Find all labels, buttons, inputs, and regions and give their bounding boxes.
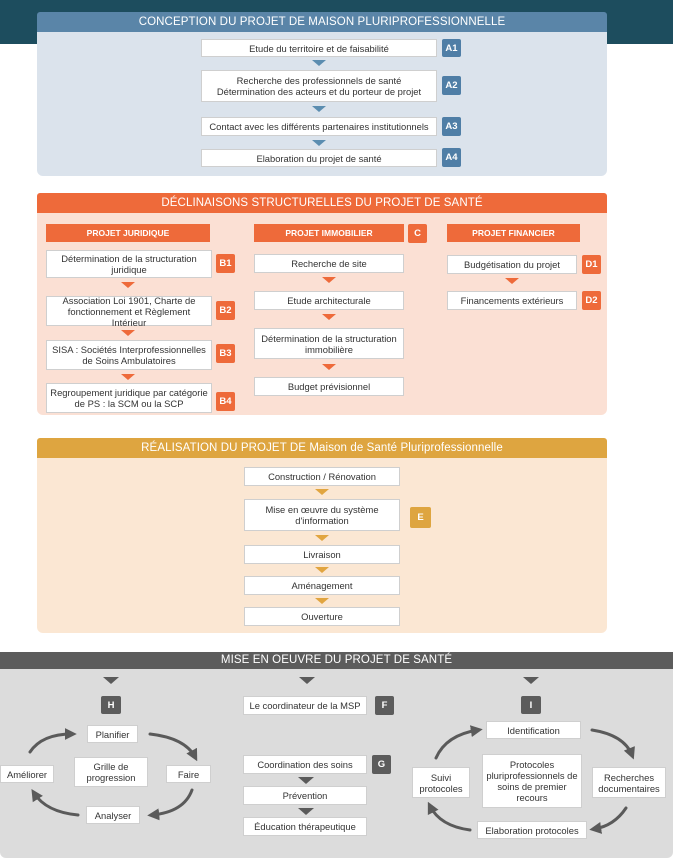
tag-i: I (521, 696, 541, 714)
step-b1: Détermination de la structuration juridi… (46, 250, 212, 278)
cycle-h-centre: Grille de progression (74, 757, 148, 787)
arrow-down-icon (312, 60, 326, 66)
cycle-i-arrow-4 (434, 725, 483, 760)
arrow-down-icon (312, 106, 326, 112)
section-declinaisons-title: DÉCLINAISONS STRUCTURELLES DU PROJET DE … (37, 193, 607, 213)
section-conception-title: CONCEPTION DU PROJET DE MAISON PLURIPROF… (37, 12, 607, 32)
tag-h: H (101, 696, 121, 714)
education-box: Éducation thérapeutique (243, 817, 367, 836)
arrow-down-icon (298, 777, 314, 784)
step-immobilier-4: Budget prévisionnel (254, 377, 404, 396)
cycle-h-ameliorer: Améliorer (0, 765, 54, 783)
cycle-i-centre: Protocoles pluriprofessionnels de soins … (482, 754, 582, 808)
tag-d1: D1 (582, 255, 601, 274)
cycle-i-arrow-1 (590, 728, 635, 760)
arrow-down-icon (322, 364, 336, 370)
arrow-down-icon (505, 278, 519, 284)
step-e3: Livraison (244, 545, 400, 564)
arrow-down-icon (322, 277, 336, 283)
section-realisation-title: RÉALISATION DU PROJET DE Maison de Santé… (37, 438, 607, 458)
tag-b2: B2 (216, 301, 235, 320)
cycle-h-arrow-4 (28, 728, 77, 754)
cycle-h-arrow-1 (148, 732, 198, 762)
step-d2: Financements extérieurs (447, 291, 577, 310)
tag-g: G (372, 755, 391, 774)
tag-d2: D2 (582, 291, 601, 310)
tag-f: F (375, 696, 394, 715)
step-a3: Contact avec les différents partenaires … (201, 117, 437, 136)
tag-a1: A1 (442, 39, 461, 57)
tag-a2: A2 (442, 76, 461, 95)
cycle-h-arrow-2 (147, 788, 194, 821)
cycle-h-arrow-3 (31, 788, 80, 817)
arrow-down-icon (523, 677, 539, 684)
step-d1: Budgétisation du projet (447, 255, 577, 274)
step-e2: Mise en œuvre du système d'information (244, 499, 400, 531)
arrow-down-icon (315, 489, 329, 495)
tag-c: C (408, 224, 427, 243)
arrow-down-icon (103, 677, 119, 684)
cycle-i-recherches: Recherches documentaires (592, 767, 666, 798)
step-b4: Regroupement juridique par catégorie de … (46, 383, 212, 413)
cycle-i-arrow-3 (427, 801, 472, 832)
arrow-down-icon (315, 535, 329, 541)
step-a2-line1: Recherche des professionnels de santé (236, 75, 402, 86)
arrow-down-icon (121, 330, 135, 336)
tag-a3: A3 (442, 117, 461, 136)
step-immobilier-1: Recherche de site (254, 254, 404, 273)
arrow-down-icon (322, 314, 336, 320)
cycle-i-suivi: Suivi protocoles (412, 767, 470, 798)
arrow-down-icon (315, 567, 329, 573)
cycle-h-analyser: Analyser (86, 806, 140, 824)
arrow-down-icon (121, 374, 135, 380)
coordinator-box: Le coordinateur de la MSP (243, 696, 367, 715)
tag-e: E (410, 507, 431, 528)
tag-b1: B1 (216, 254, 235, 273)
step-a2: Recherche des professionnels de santé Dé… (201, 70, 437, 102)
step-b2: Association Loi 1901, Charte de fonction… (46, 295, 212, 328)
arrow-down-icon (315, 598, 329, 604)
arrow-down-icon (299, 677, 315, 684)
arrow-down-icon (298, 808, 314, 815)
step-a1: Etude du territoire et de faisabilité (201, 39, 437, 57)
section-mise-en-oeuvre-title: MISE EN OEUVRE DU PROJET DE SANTÉ (0, 652, 673, 669)
cycle-i-identification: Identification (486, 721, 581, 739)
step-b3: SISA : Sociétés Interprofessionnelles de… (46, 340, 212, 370)
step-e1: Construction / Rénovation (244, 467, 400, 486)
tag-b3: B3 (216, 344, 235, 363)
step-immobilier-3: Détermination de la structuration immobi… (254, 328, 404, 359)
tag-b4: B4 (216, 392, 235, 411)
step-immobilier-2: Etude architecturale (254, 291, 404, 310)
coordination-box: Coordination des soins (243, 755, 367, 774)
arrow-down-icon (312, 140, 326, 146)
cycle-i-arrow-2 (589, 806, 628, 834)
immobilier-head: PROJET IMMOBILIER (254, 224, 404, 242)
step-a4: Elaboration du projet de santé (201, 149, 437, 167)
financier-head: PROJET FINANCIER (447, 224, 580, 242)
arrow-down-icon (121, 282, 135, 288)
cycle-i-elaboration: Elaboration protocoles (477, 821, 587, 839)
tag-a4: A4 (442, 148, 461, 167)
step-e4: Aménagement (244, 576, 400, 595)
cycle-h-faire: Faire (166, 765, 211, 783)
step-e5: Ouverture (244, 607, 400, 626)
juridique-head: PROJET JURIDIQUE (46, 224, 210, 242)
step-a2-line2: Détermination des acteurs et du porteur … (216, 86, 422, 97)
cycle-h-planifier: Planifier (87, 725, 138, 743)
prevention-box: Prévention (243, 786, 367, 805)
